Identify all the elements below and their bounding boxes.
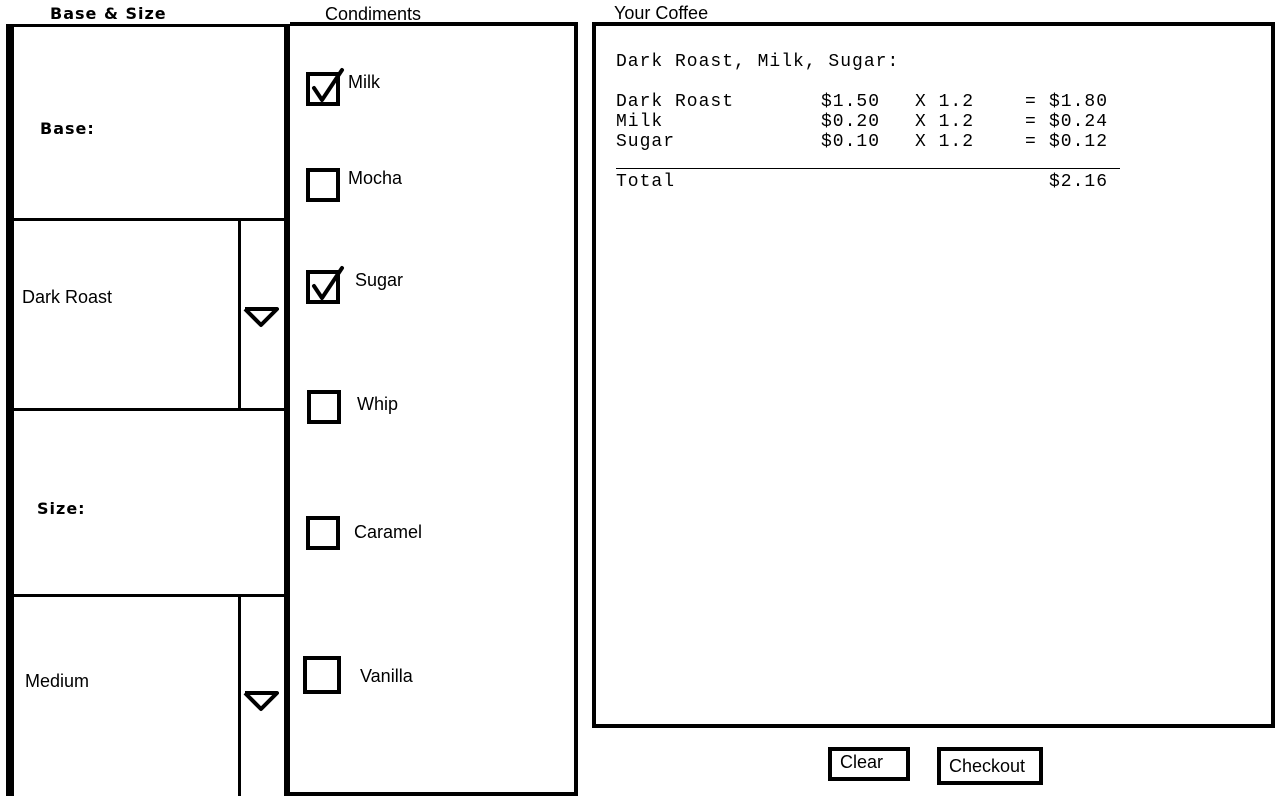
line-multiplier: X 1.2	[915, 132, 975, 152]
whip-checkbox[interactable]	[307, 390, 341, 424]
chevron-down-icon	[243, 691, 279, 711]
checkout-button[interactable]: Checkout	[937, 747, 1043, 785]
caramel-label: Caramel	[354, 522, 423, 542]
caramel-checkbox[interactable]	[306, 516, 340, 550]
vanilla-label: Vanilla	[360, 666, 413, 686]
milk-label: Milk	[348, 72, 380, 92]
line-total: $0.24	[1049, 112, 1109, 132]
line-multiplier: X 1.2	[915, 112, 975, 132]
base-size-heading: Base & Size	[50, 4, 167, 23]
line-equals: =	[1025, 132, 1037, 152]
line-item: Dark Roast	[616, 92, 735, 112]
base-dropdown-button[interactable]	[238, 221, 284, 408]
line-item: Milk	[616, 112, 664, 132]
receipt-total: Total $2.16	[616, 172, 1107, 192]
line-multiplier: X 1.2	[915, 92, 975, 112]
line-item: Sugar	[616, 132, 676, 152]
line-total: $0.12	[1049, 132, 1109, 152]
base-dropdown[interactable]: Dark Roast	[14, 218, 284, 408]
line-price: $1.50	[821, 92, 881, 112]
line-price: $0.10	[821, 132, 881, 152]
base-selected-value: Dark Roast	[22, 287, 113, 307]
total-value: $2.16	[1049, 172, 1109, 192]
condiment-mocha[interactable]: Mocha	[306, 168, 426, 204]
whip-label: Whip	[357, 394, 399, 414]
total-label: Total	[616, 172, 676, 192]
condiment-milk[interactable]: Milk	[306, 68, 426, 108]
size-label-box: Size:	[14, 408, 284, 594]
base-size-panel: Base: Dark Roast Size: Medium	[6, 24, 290, 796]
receipt-line: Dark Roast $1.50 X 1.2 = $1.80	[616, 92, 1107, 112]
line-equals: =	[1025, 112, 1037, 132]
receipt-panel: Dark Roast, Milk, Sugar: Dark Roast $1.5…	[592, 22, 1275, 728]
checkmark-icon	[312, 266, 344, 300]
condiment-whip[interactable]: Whip	[307, 390, 427, 426]
clear-button[interactable]: Clear	[828, 747, 910, 781]
condiment-sugar[interactable]: Sugar	[306, 266, 426, 306]
milk-checkbox[interactable]	[306, 68, 344, 106]
base-label-box: Base:	[14, 24, 284, 218]
condiments-heading: Condiments	[325, 4, 422, 24]
line-total: $1.80	[1049, 92, 1109, 112]
your-coffee-heading: Your Coffee	[614, 3, 709, 23]
order-summary: Dark Roast, Milk, Sugar:	[616, 52, 900, 72]
checkmark-icon	[312, 68, 344, 102]
line-price: $0.20	[821, 112, 881, 132]
chevron-down-icon	[243, 307, 279, 327]
mocha-checkbox[interactable]	[306, 168, 340, 202]
line-equals: =	[1025, 92, 1037, 112]
size-dropdown[interactable]: Medium	[14, 594, 284, 796]
mocha-label: Mocha	[348, 168, 403, 188]
total-divider	[616, 168, 1120, 169]
condiments-panel: Milk Mocha Sugar Whip Caramel Vanilla	[290, 22, 578, 796]
condiment-vanilla[interactable]: Vanilla	[303, 656, 443, 694]
size-label: Size:	[37, 499, 86, 518]
sugar-checkbox[interactable]	[306, 266, 344, 304]
size-selected-value: Medium	[25, 671, 90, 691]
vanilla-checkbox[interactable]	[303, 656, 341, 694]
condiment-caramel[interactable]: Caramel	[306, 516, 446, 552]
size-dropdown-button[interactable]	[238, 597, 284, 796]
base-label: Base:	[40, 119, 95, 138]
receipt-line: Sugar $0.10 X 1.2 = $0.12	[616, 132, 1107, 152]
receipt-line: Milk $0.20 X 1.2 = $0.24	[616, 112, 1107, 132]
sugar-label: Sugar	[355, 270, 404, 290]
